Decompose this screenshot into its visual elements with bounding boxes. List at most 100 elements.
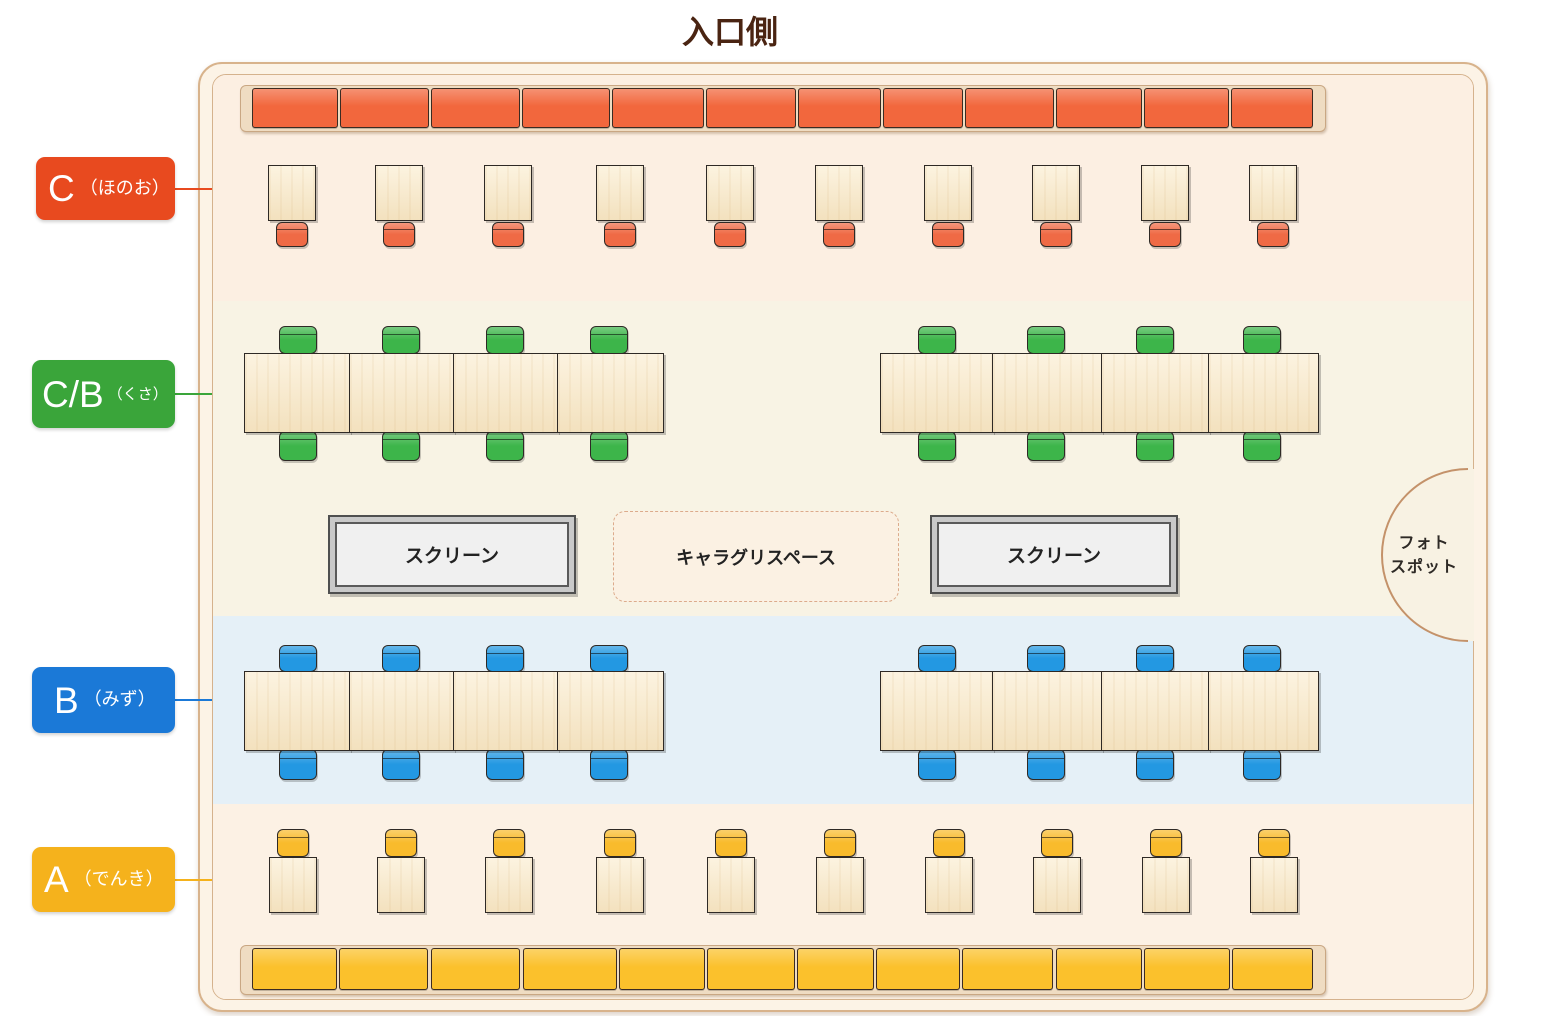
zone-b-chair (382, 749, 420, 780)
center-space-label: キャラグリスペース (676, 547, 836, 569)
photo-spot-arc (1381, 468, 1469, 642)
zone-a-chair (604, 829, 636, 857)
zone-a-chair (1258, 829, 1290, 857)
zone-cb-chair (1136, 431, 1174, 461)
zone-a-table (816, 857, 864, 913)
zone-c-chair (604, 222, 636, 247)
zone-cb-table (1101, 353, 1209, 433)
zone-b-letter: B (54, 679, 79, 721)
zone-c-chair (1149, 222, 1181, 247)
top-shelf-segment (965, 88, 1054, 128)
screen-right: スクリーン (930, 515, 1178, 594)
zone-b-table (244, 671, 350, 751)
zone-a-table (1142, 857, 1190, 913)
zone-cb-table (349, 353, 454, 433)
screen-right-face: スクリーン (937, 522, 1171, 587)
bottom-shelf-segment (1144, 948, 1230, 990)
top-shelf-segment (1231, 88, 1313, 128)
zone-cb-chair (1243, 326, 1281, 354)
top-shelf-segment (1144, 88, 1229, 128)
zone-b-chair (590, 645, 628, 672)
zone-a-type: （でんき） (73, 868, 164, 890)
zone-c-connector (175, 188, 212, 190)
zone-b-table (349, 671, 454, 751)
screen-left-face: スクリーン (335, 522, 569, 587)
bottom-shelf-segment (619, 948, 705, 990)
zone-cb-table (880, 353, 993, 433)
zone-cb-chair (486, 431, 524, 461)
zone-c-table (484, 165, 532, 221)
zone-c-chair (823, 222, 855, 247)
top-shelf-segment (431, 88, 520, 128)
zone-b-chair (918, 645, 956, 672)
zone-b-chair (279, 749, 317, 780)
zone-a-chair (277, 829, 309, 857)
zone-b-chair (1136, 645, 1174, 672)
bottom-shelf-segment (1056, 948, 1142, 990)
zone-a-letter: A (44, 859, 69, 900)
top-shelf-segment (612, 88, 704, 128)
photo-spot-label-line2: スポット (1389, 557, 1458, 576)
zone-b-table (880, 671, 993, 751)
top-shelf-segment (522, 88, 610, 128)
zone-c-table (924, 165, 972, 221)
zone-b-table (992, 671, 1102, 751)
zone-c-type: （ほのお） (79, 177, 170, 199)
zone-cb-table (453, 353, 558, 433)
zone-cb-table (557, 353, 664, 433)
zone-c-table (1249, 165, 1297, 221)
zone-c-chair (1257, 222, 1289, 247)
zone-a-table (707, 857, 755, 913)
zone-b-type: （みず） (83, 689, 156, 710)
entrance-side-title: 入口側 (681, 13, 778, 51)
zone-b-chair (486, 749, 524, 780)
zone-b-table (1101, 671, 1209, 751)
zone-b-chair (918, 749, 956, 780)
zone-cb-badge: C/B （くさ） (32, 360, 175, 428)
zone-b-chair (382, 645, 420, 672)
zone-b-chair (486, 645, 524, 672)
center-space: キャラグリスペース (613, 511, 899, 602)
zone-a-chair (933, 829, 965, 857)
bottom-shelf-segment (1232, 948, 1313, 990)
zone-cb-type: （くさ） (107, 384, 168, 403)
top-shelf-segment (340, 88, 429, 128)
zone-cb-chair (486, 326, 524, 354)
photo-spot-label-line1: フォト (1398, 533, 1450, 552)
zone-b-chair (1136, 749, 1174, 780)
zone-cb-chair (1027, 326, 1065, 354)
top-shelf-segment (252, 88, 338, 128)
zone-c-badge: C （ほのお） (36, 157, 175, 220)
photo-spot-fill (1382, 469, 1474, 641)
zone-c-table (706, 165, 754, 221)
zone-cb-table (244, 353, 350, 433)
zone-c-chair (383, 222, 415, 247)
zone-b-badge: B （みず） (32, 667, 175, 733)
zone-c-chair (932, 222, 964, 247)
zone-c-table (268, 165, 316, 221)
zone-a-table (1250, 857, 1298, 913)
zone-a-chair (824, 829, 856, 857)
zone-cb-table (992, 353, 1102, 433)
zone-b-chair (279, 645, 317, 672)
top-shelf-segment (706, 88, 796, 128)
zone-cb-chair (918, 431, 956, 461)
zone-c-chair (492, 222, 524, 247)
zone-c-table (375, 165, 423, 221)
zone-a-table (1033, 857, 1081, 913)
zone-cb-connector (175, 393, 212, 395)
zone-a-connector (175, 879, 212, 881)
zone-a-table (377, 857, 425, 913)
bottom-shelf-segment (962, 948, 1053, 990)
zone-a-table (925, 857, 973, 913)
zone-a-chair (1150, 829, 1182, 857)
zone-a-table (269, 857, 317, 913)
zone-cb-chair (590, 431, 628, 461)
zone-cb-chair (918, 326, 956, 354)
bottom-shelf-segment (339, 948, 428, 990)
bottom-shelf-segment (876, 948, 960, 990)
zone-c-table (815, 165, 863, 221)
zone-c-table (1141, 165, 1189, 221)
photo-spot-area (1381, 468, 1474, 642)
